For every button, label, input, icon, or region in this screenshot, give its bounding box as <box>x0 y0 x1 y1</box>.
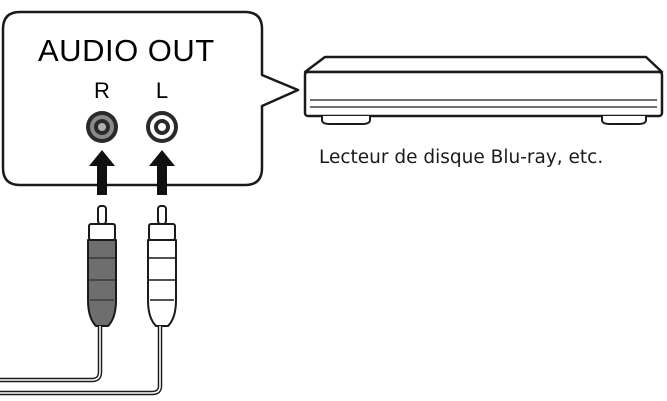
jack-left <box>146 111 178 143</box>
arrow-up-icon-left <box>149 150 175 195</box>
arrow-up-icon-right <box>89 150 115 195</box>
bluray-player-icon <box>303 55 664 125</box>
cable-left <box>0 326 163 396</box>
callout-box <box>1 10 300 187</box>
audio-out-title: AUDIO OUT <box>38 33 215 68</box>
rca-plug-left <box>147 205 177 327</box>
jack-left-label: L <box>155 78 169 103</box>
rca-plug-right <box>87 205 117 327</box>
jack-right <box>86 111 118 143</box>
cable-right <box>0 326 103 383</box>
device-caption: Lecteur de disque Blu-ray, etc. <box>319 147 604 168</box>
jack-right-label: R <box>94 78 110 103</box>
